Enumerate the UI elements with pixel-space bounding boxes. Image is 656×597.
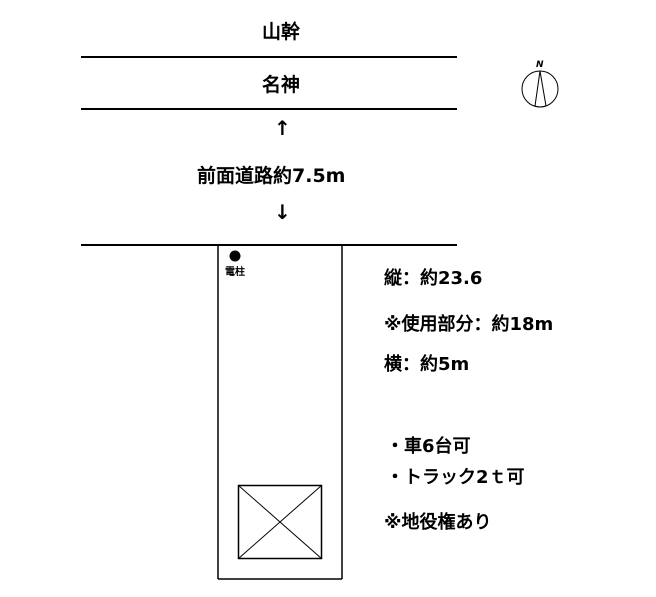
road-boundary-line-lot-side bbox=[81, 244, 457, 246]
down-arrow-icon: ↓ bbox=[274, 200, 291, 224]
lot-width-text: 横：約5m bbox=[384, 354, 470, 375]
upper-road-label: 山幹 bbox=[262, 21, 301, 43]
easement-note-text: ※地役権あり bbox=[384, 512, 492, 533]
feature-cars-text: ・車6台可 bbox=[386, 436, 471, 457]
north-compass-icon bbox=[521, 70, 559, 108]
utility-pole-label: 電柱 bbox=[225, 267, 245, 278]
lot-length-text: 縦：約23.6 bbox=[384, 268, 483, 289]
utility-pole-icon bbox=[229, 250, 241, 262]
road-boundary-line-middle bbox=[81, 108, 457, 110]
structure-x-box-icon bbox=[237, 484, 323, 560]
front-road-width-label: 前面道路約7.5m bbox=[197, 165, 346, 187]
road-boundary-line-top bbox=[81, 56, 457, 58]
lot-outline bbox=[217, 245, 343, 580]
compass-north-label: N bbox=[536, 60, 544, 70]
feature-truck-text: ・トラック2ｔ可 bbox=[386, 467, 525, 488]
usable-part-text: ※使用部分：約18m bbox=[384, 314, 554, 335]
up-arrow-icon: ↑ bbox=[274, 116, 291, 140]
lower-road-label: 名神 bbox=[262, 74, 301, 96]
